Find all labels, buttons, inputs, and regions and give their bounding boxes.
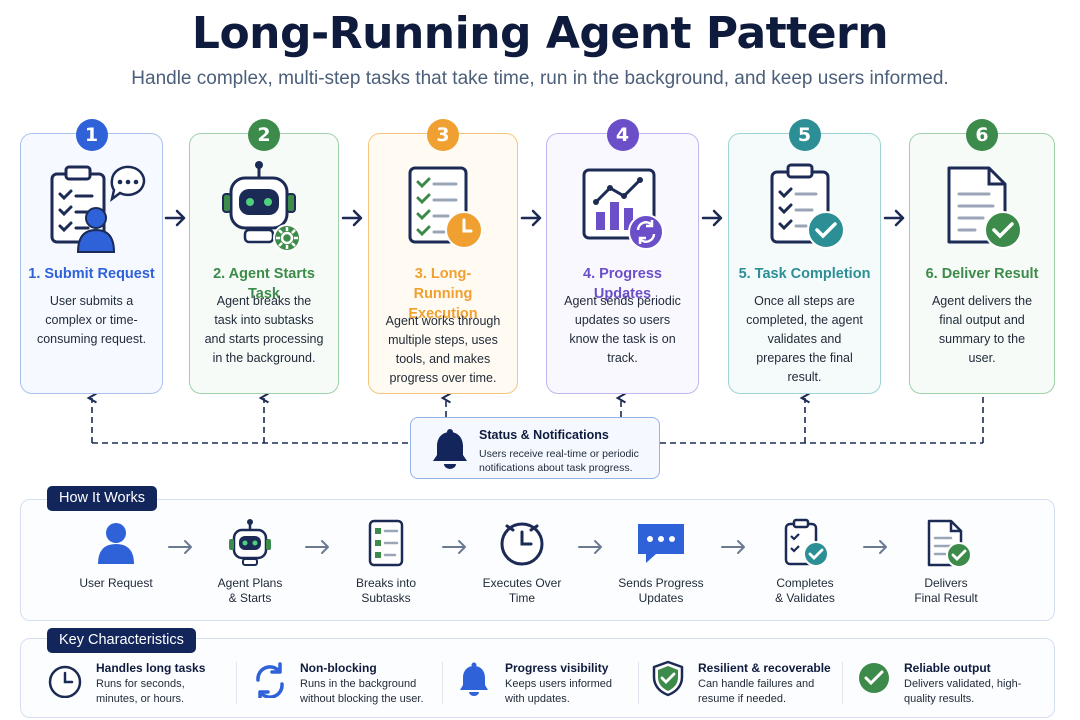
step-title: 1. Submit Request xyxy=(28,266,155,282)
how-step-label: Breaks into Subtasks xyxy=(355,576,417,605)
checklist-icon xyxy=(368,519,404,567)
how-step-label: User Request xyxy=(79,576,153,590)
arrow-right-icon xyxy=(578,540,602,554)
characteristic-reliable-output: Reliable output Delivers validated, high… xyxy=(854,656,1044,712)
status-title: Status & Notifications xyxy=(479,428,609,442)
arrow-right-icon xyxy=(701,209,723,227)
characteristic-title: Handles long tasks xyxy=(96,661,206,675)
page-title: Long-Running Agent Pattern xyxy=(191,8,889,59)
step-title: 6. Deliver Result xyxy=(925,266,1039,282)
clock-icon xyxy=(500,522,544,566)
clipboard-user-chat-icon xyxy=(21,158,162,268)
characteristic-title: Resilient & recoverable xyxy=(698,661,831,675)
divider xyxy=(442,662,443,704)
checklist-clock-icon xyxy=(369,158,517,268)
robot-icon xyxy=(229,519,271,566)
status-notifications-box: Status & Notifications Users receive rea… xyxy=(410,417,660,479)
refresh-icon xyxy=(256,662,284,698)
step-card-2: 2 2. Agent Starts Task Agent breaks the … xyxy=(189,119,339,394)
characteristic-progress-visibility: Progress visibility Keeps users informed… xyxy=(455,656,645,712)
clock-icon xyxy=(48,665,82,698)
step-title: 5. Task Completion xyxy=(738,266,871,282)
arrow-right-icon xyxy=(341,209,363,227)
step-card-1: 1 1. Submit Request User submits a compl… xyxy=(20,119,163,394)
step-description: Once all steps are completed, the agent … xyxy=(746,294,863,384)
step-badge: 4 xyxy=(606,119,639,151)
step-description: Agent delivers the final output and summ… xyxy=(931,294,1033,365)
how-step-agent-plans: Agent Plans & Starts xyxy=(195,518,305,606)
how-it-works-heading: How It Works xyxy=(47,486,157,511)
status-description: Users receive real-time or periodic noti… xyxy=(479,448,639,474)
divider xyxy=(236,662,237,704)
step-badge: 5 xyxy=(788,119,821,151)
characteristic-long-tasks: Handles long tasks Runs for seconds, min… xyxy=(46,656,236,712)
arrow-right-icon xyxy=(442,540,466,554)
how-step-user-request: User Request xyxy=(61,518,171,591)
user-icon xyxy=(98,523,134,564)
step-title: 2. Agent Starts Task xyxy=(213,266,315,302)
step-card-4: 4 4. Progress Updates Agent sends period… xyxy=(546,119,699,394)
step-description: Agent breaks the task into subtasks and … xyxy=(204,294,324,365)
chart-refresh-icon xyxy=(547,158,698,268)
chat-bubble-icon xyxy=(638,524,684,563)
arrow-right-icon xyxy=(168,540,192,554)
arrow-right-icon xyxy=(863,540,887,554)
arrow-right-icon xyxy=(305,540,329,554)
characteristic-resilient: Resilient & recoverable Can handle failu… xyxy=(648,656,838,712)
step-description: User submits a complex or time-consuming… xyxy=(36,294,147,346)
step-description: Agent works through multiple steps, uses… xyxy=(385,314,501,385)
shield-check-icon xyxy=(652,660,684,697)
document-check-icon xyxy=(927,519,972,568)
how-it-works-panel xyxy=(20,499,1055,621)
bell-icon xyxy=(460,662,488,696)
how-step-label: Delivers Final Result xyxy=(914,576,978,605)
how-step-executes: Executes Over Time xyxy=(467,518,577,606)
step-card-6: 6 6. Deliver Result Agent delivers the f… xyxy=(909,119,1055,394)
characteristic-title: Progress visibility xyxy=(505,661,609,675)
how-step-label: Sends Progress Updates xyxy=(618,576,704,605)
characteristic-description: Delivers validated, high-quality results… xyxy=(904,678,1022,705)
clipboard-check-icon xyxy=(784,518,829,567)
how-step-progress-updates: Sends Progress Updates xyxy=(606,518,716,606)
characteristic-title: Reliable output xyxy=(904,661,991,675)
robot-gear-icon xyxy=(190,158,338,268)
how-step-label: Executes Over Time xyxy=(482,576,562,605)
key-characteristics-heading: Key Characteristics xyxy=(47,628,196,653)
page-subtitle: Handle complex, multi-step tasks that ta… xyxy=(131,68,949,89)
characteristic-description: Runs in the background without blocking … xyxy=(300,678,424,705)
step-card-3: 3 3. Long-Running Execution Agent works … xyxy=(368,119,518,394)
divider xyxy=(842,662,843,704)
step-title: 4. Progress Updates xyxy=(583,266,662,302)
characteristic-description: Keeps users informed with updates. xyxy=(505,678,612,705)
step-badge: 1 xyxy=(75,119,108,151)
how-step-breaks-subtasks: Breaks into Subtasks xyxy=(331,518,441,606)
clipboard-check-icon xyxy=(729,158,880,268)
how-step-label: Completes & Validates xyxy=(775,576,835,605)
arrow-right-icon xyxy=(164,209,186,227)
step-description: Agent sends periodic updates so users kn… xyxy=(564,294,681,365)
step-badge: 6 xyxy=(966,119,998,151)
characteristic-title: Non-blocking xyxy=(300,661,377,675)
step-title: 3. Long-Running Execution xyxy=(408,266,478,322)
step-badge: 2 xyxy=(248,119,280,151)
check-circle-icon xyxy=(859,663,889,693)
step-card-5: 5 5. Task Completion Once all steps are … xyxy=(728,119,881,394)
document-check-icon xyxy=(910,158,1054,268)
step-badge: 3 xyxy=(427,119,459,151)
how-step-completes: Completes & Validates xyxy=(750,518,860,606)
characteristic-non-blocking: Non-blocking Runs in the background with… xyxy=(250,656,450,712)
how-step-delivers: Delivers Final Result xyxy=(891,518,1001,606)
arrow-right-icon xyxy=(520,209,542,227)
bell-icon xyxy=(433,429,467,469)
characteristic-description: Runs for seconds, minutes, or hours. xyxy=(96,678,185,705)
how-step-label: Agent Plans & Starts xyxy=(217,576,283,605)
divider xyxy=(638,662,639,704)
arrow-right-icon xyxy=(883,209,905,227)
characteristic-description: Can handle failures and resume if needed… xyxy=(698,678,815,705)
arrow-right-icon xyxy=(721,540,745,554)
